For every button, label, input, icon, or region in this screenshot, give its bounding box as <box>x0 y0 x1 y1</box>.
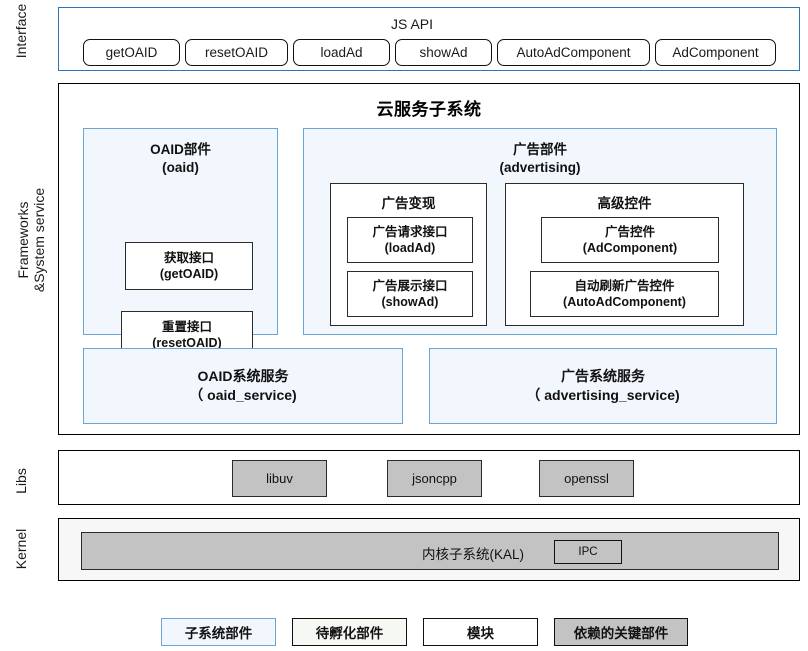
module-showad[interactable]: 广告展示接口 (showAd) <box>347 271 473 317</box>
api-button-loadad[interactable]: loadAd <box>293 39 390 66</box>
interface-layer: JS API getOAID resetOAID loadAd showAd A… <box>58 7 800 71</box>
group-ad-monetization: 广告变现 广告请求接口 (loadAd) 广告展示接口 (showAd) <box>330 183 487 326</box>
module-autoadcomponent[interactable]: 自动刷新广告控件 (AutoAdComponent) <box>530 271 719 317</box>
ipc-module[interactable]: IPC <box>554 540 622 564</box>
legend-dependency-component: 依赖的关键部件 <box>554 618 688 646</box>
lib-jsoncpp[interactable]: jsoncpp <box>387 460 482 497</box>
js-api-title: JS API <box>391 16 434 32</box>
group-advanced-components: 高级控件 广告控件 (AdComponent) 自动刷新广告控件 (AutoAd… <box>505 183 744 326</box>
api-button-adcomponent[interactable]: AdComponent <box>655 39 776 66</box>
kernel-subsystem-bar[interactable]: 内核子系统(KAL) IPC <box>81 532 779 570</box>
oaid-component-title: OAID部件 (oaid) <box>150 142 211 176</box>
legend-incubating-component: 待孵化部件 <box>292 618 407 646</box>
module-adcomponent[interactable]: 广告控件 (AdComponent) <box>541 217 719 263</box>
api-button-getoaid[interactable]: getOAID <box>83 39 180 66</box>
legend-subsystem-component: 子系统部件 <box>161 618 276 646</box>
frameworks-layer: 云服务子系统 OAID部件 (oaid) 获取接口 (getOAID) 重置接口… <box>58 83 800 435</box>
lib-libuv[interactable]: libuv <box>232 460 327 497</box>
service-oaid[interactable]: OAID系统服务 （ oaid_service) <box>83 348 403 424</box>
module-loadad[interactable]: 广告请求接口 (loadAd) <box>347 217 473 263</box>
group-ad-monetization-title: 广告变现 <box>381 196 436 211</box>
module-getoaid[interactable]: 获取接口 (getOAID) <box>125 242 253 290</box>
rail-label-frameworks: Frameworks &System service <box>14 187 47 293</box>
rail-label-interface: Interface <box>12 3 29 59</box>
cloud-service-subsystem-title: 云服务子系统 <box>376 100 482 119</box>
kernel-layer: 内核子系统(KAL) IPC <box>58 518 800 581</box>
oaid-component[interactable]: OAID部件 (oaid) 获取接口 (getOAID) 重置接口 (reset… <box>83 128 278 359</box>
lib-openssl[interactable]: openssl <box>539 460 634 497</box>
advertising-component[interactable]: 广告部件 (advertising) 广告变现 广告请求接口 (loadAd) … <box>303 128 777 335</box>
api-button-showad[interactable]: showAd <box>395 39 492 66</box>
rail-label-kernel: Kernel <box>12 528 29 570</box>
group-advanced-components-title: 高级控件 <box>597 196 652 211</box>
api-button-resetoaid[interactable]: resetOAID <box>185 39 288 66</box>
libs-layer: libuv jsoncpp openssl <box>58 450 800 505</box>
api-button-autoadcomponent[interactable]: AutoAdComponent <box>497 39 650 66</box>
advertising-component-title: 广告部件 (advertising) <box>499 142 581 176</box>
legend-module: 模块 <box>423 618 538 646</box>
service-advertising[interactable]: 广告系统服务 （ advertising_service) <box>429 348 777 424</box>
rail-label-libs: Libs <box>12 468 29 494</box>
kernel-subsystem-label: 内核子系统(KAL) <box>422 547 525 562</box>
